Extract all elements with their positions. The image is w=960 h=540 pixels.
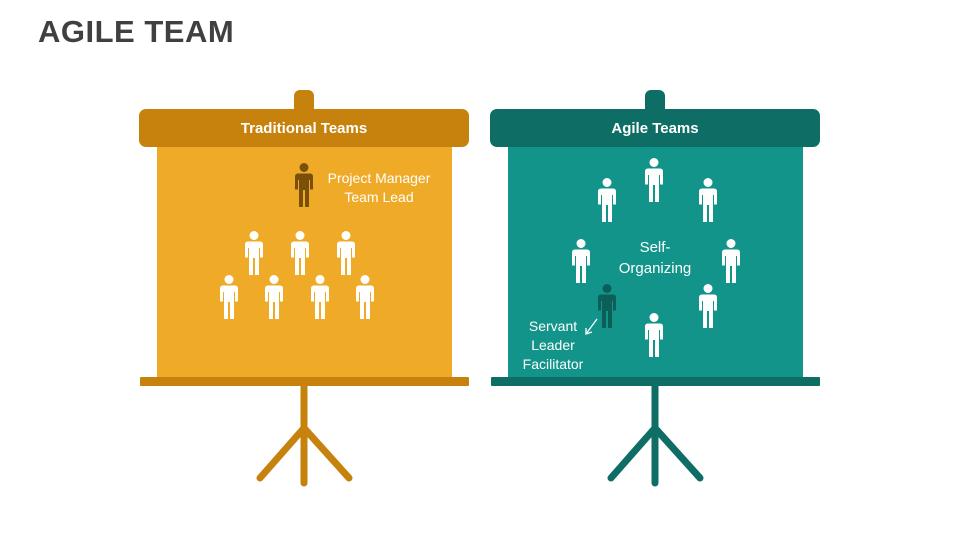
team-member-icon: [645, 313, 663, 357]
team-member-icon: [265, 275, 283, 319]
team-member-icon: [337, 231, 355, 275]
traditional-leader-label: Project Manager Team Lead: [327, 170, 431, 205]
team-member-icon: [572, 239, 590, 283]
servant-leader-label: Servant Leader Facilitator: [522, 318, 584, 372]
team-member-icon: [245, 231, 263, 275]
traditional-board-knob: [294, 90, 314, 110]
traditional-board-bottom-bar: [140, 377, 469, 386]
team-member-icon: [311, 275, 329, 319]
team-member-icon: [220, 275, 238, 319]
team-member-icon: [699, 178, 717, 222]
project-manager-icon: [295, 163, 313, 207]
traditional-teams-header: Traditional Teams: [139, 109, 469, 147]
pointer-arrow-icon: [585, 318, 598, 335]
agile-board-bottom-bar: [491, 377, 820, 386]
page-title: AGILE TEAM: [38, 14, 235, 49]
team-member-icon: [722, 239, 740, 283]
team-member-icon: [645, 158, 663, 202]
team-member-icon: [356, 275, 374, 319]
agile-board-knob: [645, 90, 665, 110]
team-member-icon: [598, 178, 616, 222]
self-organizing-label: Self-Organizing: [618, 239, 692, 277]
servant-leader-icon: [598, 284, 616, 328]
team-member-icon: [291, 231, 309, 275]
agile-teams-header: Agile Teams: [490, 109, 820, 147]
team-member-icon: [699, 284, 717, 328]
